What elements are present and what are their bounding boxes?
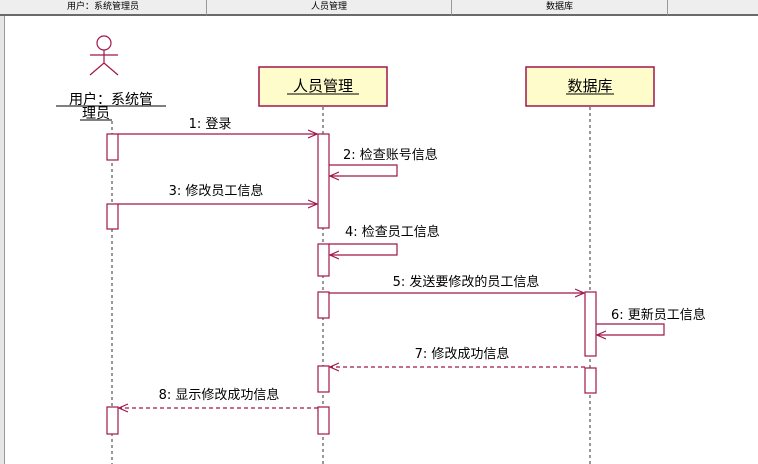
message-1[interactable]: 1: 登录 bbox=[118, 117, 317, 134]
activation-database-2 bbox=[584, 367, 597, 394]
activation-personnel-3 bbox=[317, 291, 330, 319]
message-3-label: 3: 修改员工信息 bbox=[169, 183, 264, 199]
activation-personnel-2 bbox=[317, 243, 330, 277]
actor-label-line2: 理员 bbox=[82, 106, 110, 122]
actor-icon[interactable] bbox=[89, 35, 119, 76]
activation-actor-1 bbox=[106, 133, 119, 161]
activation-database-1 bbox=[584, 291, 597, 357]
header-column-database[interactable]: 数据库 bbox=[452, 0, 668, 16]
object-database[interactable]: 数据库 bbox=[525, 66, 655, 107]
actor-label-line1: 用户：系统管 bbox=[69, 91, 153, 108]
message-3[interactable]: 3: 修改员工信息 bbox=[118, 183, 317, 204]
activation-personnel-4 bbox=[317, 365, 330, 393]
message-1-label: 1: 登录 bbox=[189, 117, 232, 132]
message-7[interactable]: 7: 修改成功信息 bbox=[330, 346, 585, 367]
object-personnel[interactable]: 人员管理 bbox=[258, 66, 388, 107]
message-6-label: 6: 更新员工信息 bbox=[611, 307, 706, 323]
header-column-actor[interactable]: 用户：系统管理员 bbox=[0, 0, 207, 16]
message-8[interactable]: 8: 显示修改成功信息 bbox=[119, 387, 318, 408]
message-5[interactable]: 5: 发送要修改的员工信息 bbox=[329, 274, 584, 293]
header-column-personnel[interactable]: 人员管理 bbox=[207, 0, 452, 16]
object-database-label: 数据库 bbox=[567, 77, 612, 95]
message-8-label: 8: 显示修改成功信息 bbox=[159, 387, 280, 403]
message-6[interactable]: 6: 更新员工信息 bbox=[596, 307, 706, 335]
object-personnel-label: 人员管理 bbox=[293, 77, 353, 95]
activation-actor-3 bbox=[106, 406, 119, 435]
message-2-label: 2: 检查账号信息 bbox=[343, 147, 438, 163]
message-7-label: 7: 修改成功信息 bbox=[415, 346, 510, 362]
activation-personnel-1 bbox=[317, 133, 330, 229]
message-2[interactable]: 2: 检查账号信息 bbox=[329, 147, 438, 176]
message-5-label: 5: 发送要修改的员工信息 bbox=[393, 274, 540, 290]
activation-personnel-5 bbox=[317, 406, 330, 435]
header-column-empty bbox=[668, 0, 758, 16]
activation-actor-2 bbox=[106, 203, 119, 230]
message-4-label: 4: 检查员工信息 bbox=[345, 224, 440, 240]
left-ruler bbox=[0, 16, 5, 464]
message-4[interactable]: 4: 检查员工信息 bbox=[329, 224, 440, 255]
